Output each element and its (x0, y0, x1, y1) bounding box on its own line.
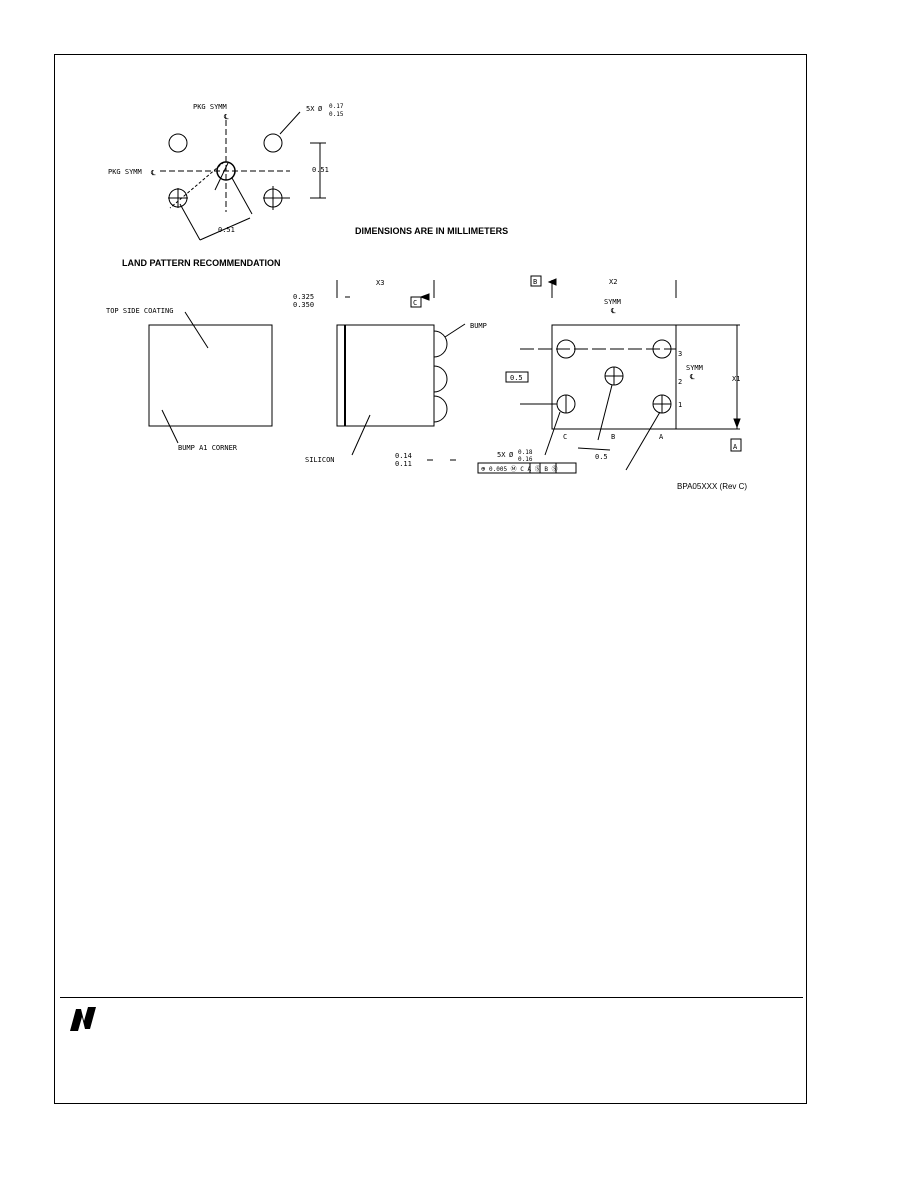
thickness-lower: 0.350 (293, 301, 314, 309)
dimensions-note: DIMENSIONS ARE IN MILLIMETERS (355, 226, 508, 236)
land-pad (263, 133, 283, 153)
silicon-label: SILICON (305, 456, 335, 464)
top-view-drawing (148, 311, 273, 444)
bump-label: BUMP (470, 322, 487, 330)
pitch-left-label: 0.5 (510, 374, 523, 382)
side-bump (433, 330, 448, 358)
symm-right-centerline: ℄ (689, 373, 695, 381)
row-1-label: 1 (678, 401, 682, 409)
pkg-centerline-side: ℄ (150, 169, 156, 177)
bump-height-upper: 0.14 (395, 452, 412, 460)
pkg-symm-top-label: PKG SYMM (193, 103, 227, 111)
side-view-drawing (336, 280, 466, 461)
bottom-view-drawing (477, 275, 742, 474)
pkg-symm-side-label: PKG SYMM (108, 168, 142, 176)
bump-dia-lower: 0.16 (518, 456, 533, 463)
land-hole-dia-lower: 0.15 (329, 111, 344, 118)
side-bump (433, 395, 448, 423)
land-pad (168, 133, 188, 153)
symm-top-label: SYMM (604, 298, 621, 306)
pitch-bottom-label: 0.5 (595, 453, 608, 461)
bump-height-lower: 0.11 (395, 460, 412, 468)
datum-b-label: B (533, 278, 537, 286)
datum-a-label: A (733, 443, 738, 451)
col-c-label: C (563, 433, 567, 441)
x2-label: X2 (609, 278, 617, 286)
x1-label: X1 (732, 375, 740, 383)
thickness-upper: 0.325 (293, 293, 314, 301)
page-frame (54, 54, 807, 1104)
col-b-label: B (611, 433, 615, 441)
land-hole-dia-upper: 0.17 (329, 103, 344, 110)
datum-c-label: C (413, 299, 417, 307)
bump-diameter-symbol: Ø (509, 451, 514, 459)
bump-count-label: 5X (497, 451, 506, 459)
drawing-reference: BPA05XXX (Rev C) (677, 482, 747, 491)
land-hole-count: 5X (306, 105, 315, 113)
land-pattern-title: LAND PATTERN RECOMMENDATION (122, 258, 281, 268)
row-3-label: 3 (678, 350, 682, 358)
company-logo-icon (70, 1007, 96, 1031)
land-pitch-vertical: 0.51 (312, 166, 329, 174)
bottom-view-outline (551, 324, 677, 430)
land-pitch-diagonal: 0.51 (218, 226, 235, 234)
position-tolerance-symbol: ⊕ (481, 465, 486, 473)
top-view-outline (148, 324, 273, 427)
x3-label: X3 (376, 279, 384, 287)
bump-a1-corner-label: BUMP A1 CORNER (178, 444, 238, 452)
row-2-label: 2 (678, 378, 682, 386)
land-pattern-drawing (160, 111, 326, 241)
symm-right-label: SYMM (686, 364, 703, 372)
tolerance-frame: 0.005 Ⓜ C A Ⓢ B Ⓢ (489, 465, 558, 473)
side-bump (433, 365, 448, 393)
pkg-centerline-top: ℄ (223, 113, 229, 121)
footer-divider (60, 997, 803, 998)
col-a-label: A (659, 433, 664, 441)
bump-dia-upper: 0.18 (518, 449, 533, 456)
top-side-coating-label: TOP SIDE COATING (106, 307, 173, 315)
diameter-symbol: Ø (318, 105, 323, 113)
symm-top-centerline: ℄ (610, 307, 616, 315)
side-view-outline (336, 324, 435, 427)
